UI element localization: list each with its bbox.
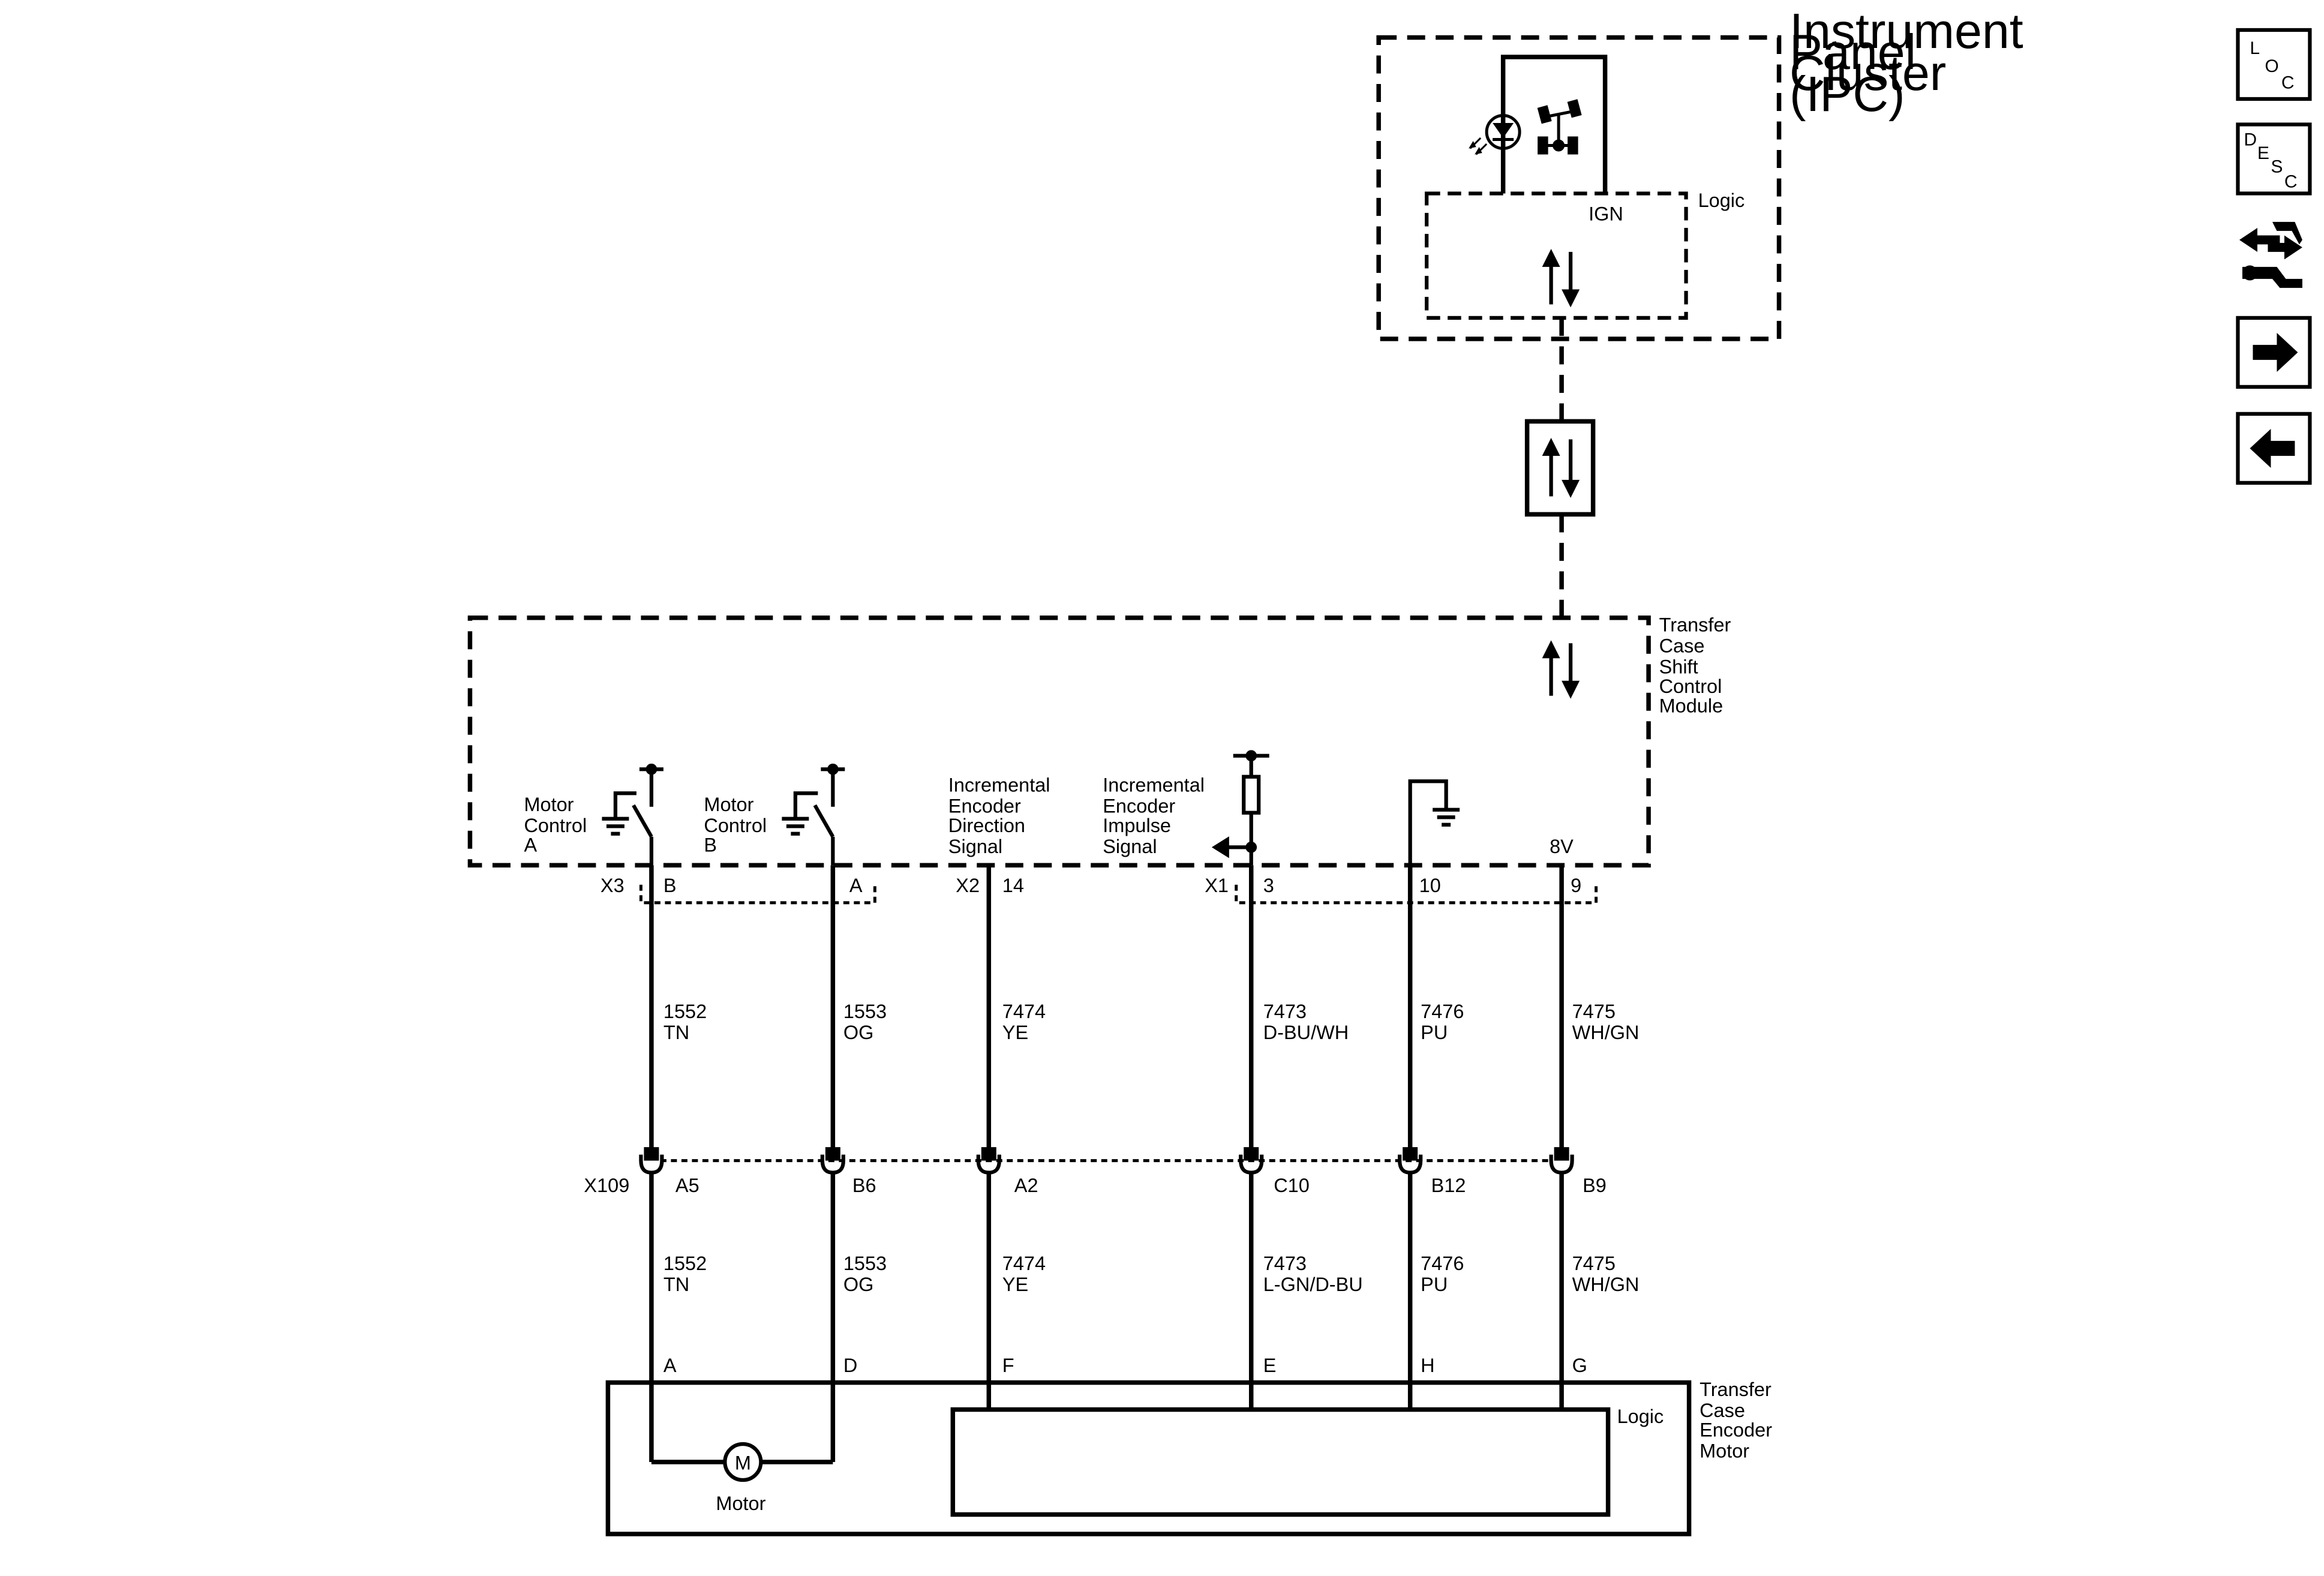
inline-pin-label: A2 — [1014, 1175, 1038, 1196]
connector-x1-label: X1 — [1205, 875, 1229, 896]
wires — [649, 865, 1564, 1463]
loc-button[interactable]: L O C — [2236, 28, 2312, 101]
ign-label: IGN — [1589, 203, 1623, 224]
module-pin-label: 3 — [1263, 875, 1274, 896]
motor-pin-label: H — [1421, 1355, 1434, 1376]
motor-control-a-label: Motor Control A — [524, 794, 592, 855]
connector-x2-label: X2 — [956, 875, 980, 896]
next-arrow-icon — [2253, 332, 2298, 372]
module-pin-label: 9 — [1571, 875, 1581, 896]
module-ground-icon — [1408, 779, 1460, 866]
connector-x3-label: X3 — [600, 875, 624, 896]
motor-control-b-label: Motor Control B — [704, 794, 772, 855]
ipc-label: Instrument Panel Cluster (IPC) — [1789, 4, 2037, 122]
impulse-pullup-resistor — [1211, 750, 1269, 866]
nav-panel: L O C D E S C — [2236, 28, 2312, 485]
ipc-block: Instrument Panel Cluster (IPC) Logic IGN — [1376, 4, 2037, 341]
ipc-logic-box — [1425, 191, 1688, 320]
motor-control-a-relay — [602, 763, 663, 866]
diagnostic-button[interactable] — [2239, 221, 2302, 288]
module-pin-label: 10 — [1419, 875, 1441, 896]
motor-pin-label: A — [663, 1355, 677, 1376]
inline-pin-label: B6 — [852, 1175, 876, 1196]
inline-pin-label: C10 — [1274, 1175, 1310, 1196]
module-pin-label: 14 — [1002, 875, 1024, 896]
motor-label: Motor — [716, 1493, 765, 1514]
loc-icon: L O C — [2250, 38, 2294, 92]
v8-label: 8V — [1550, 836, 1574, 857]
serial-data-link — [1524, 317, 1596, 618]
tcscm-label: Transfer Case Shift Control Module — [1659, 614, 1737, 716]
encoder-motor-block: Transfer Case Encoder Motor Logic M Moto… — [605, 1379, 1777, 1536]
inline-pin-label: A5 — [675, 1175, 699, 1196]
led-indicator-icon — [1469, 113, 1521, 155]
direction-signal-label: Incremental Encoder Direction Signal — [948, 775, 1056, 857]
desc-icon: D E S C — [2244, 130, 2297, 191]
tcscm-comm-arrows-icon — [1542, 640, 1580, 699]
tcscm-block: Transfer Case Shift Control Module Motor… — [467, 614, 1737, 867]
module-pin-label: A — [849, 875, 863, 896]
ipc-logic-label: Logic — [1698, 190, 1745, 211]
inline-connector-x109 — [639, 1147, 1574, 1175]
motor-pin-label: F — [1002, 1355, 1014, 1376]
encoder-logic-box — [950, 1407, 1611, 1517]
previous-arrow-icon — [2250, 428, 2295, 468]
previous-button[interactable] — [2236, 412, 2312, 485]
impulse-signal-label: Incremental Encoder Impulse Signal — [1103, 775, 1210, 857]
inline-pin-label: B9 — [1583, 1175, 1607, 1196]
encoder-logic-label: Logic — [1617, 1406, 1664, 1427]
next-button[interactable] — [2236, 316, 2312, 389]
motor-symbol: M — [735, 1452, 751, 1474]
motor-control-b-relay — [782, 763, 845, 866]
motor-icon: M — [723, 1442, 763, 1482]
four-wheel-drive-icon — [1537, 99, 1582, 155]
diagnostic-icon — [2239, 221, 2302, 288]
desc-button[interactable]: D E S C — [2236, 122, 2312, 196]
encoder-motor-label: Transfer Case Encoder Motor — [1700, 1379, 1777, 1461]
module-connectors — [639, 884, 1598, 905]
module-pin-label: B — [663, 875, 677, 896]
motor-pin-label: G — [1572, 1355, 1587, 1376]
motor-pin-label: E — [1263, 1355, 1277, 1376]
serial-data-box — [1524, 419, 1596, 517]
connector-x109-label: X109 — [584, 1175, 629, 1196]
inline-pin-label: B12 — [1431, 1175, 1466, 1196]
ipc-comm-arrows-icon — [1542, 248, 1580, 308]
motor-pin-label: D — [843, 1355, 857, 1376]
